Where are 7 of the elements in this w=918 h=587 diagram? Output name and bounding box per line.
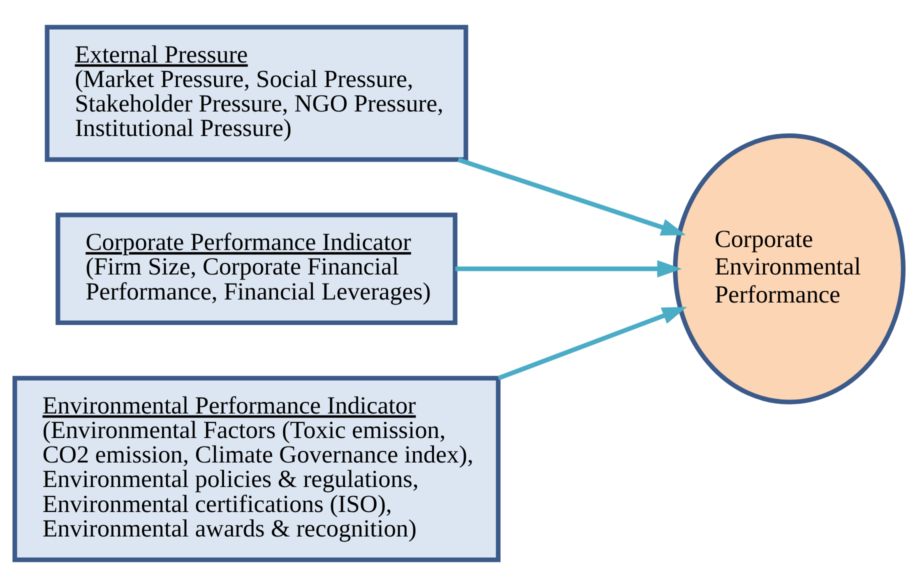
arrow [498,306,687,380]
arrow [458,158,686,236]
node-ellipse: Corporate Environmental Performance [672,133,906,404]
arrow [455,260,682,278]
node-box: Environmental Performance Indicator (Environmental Factors (Toxic emission, CO2 emission, Climate Governance index), Environmental policies & regulations, Environmental certifications (ISO), Environmental awards & recognition) [12,376,501,562]
node-box: Corporate Performance Indicator (Firm Size, Corporate Financial Performance, Financial Leverages) [56,212,458,326]
node-box: External Pressure (Market Pressure, Social Pressure, Stakeholder Pressure, NGO Pressure, Institutional Pressure) [44,24,468,162]
